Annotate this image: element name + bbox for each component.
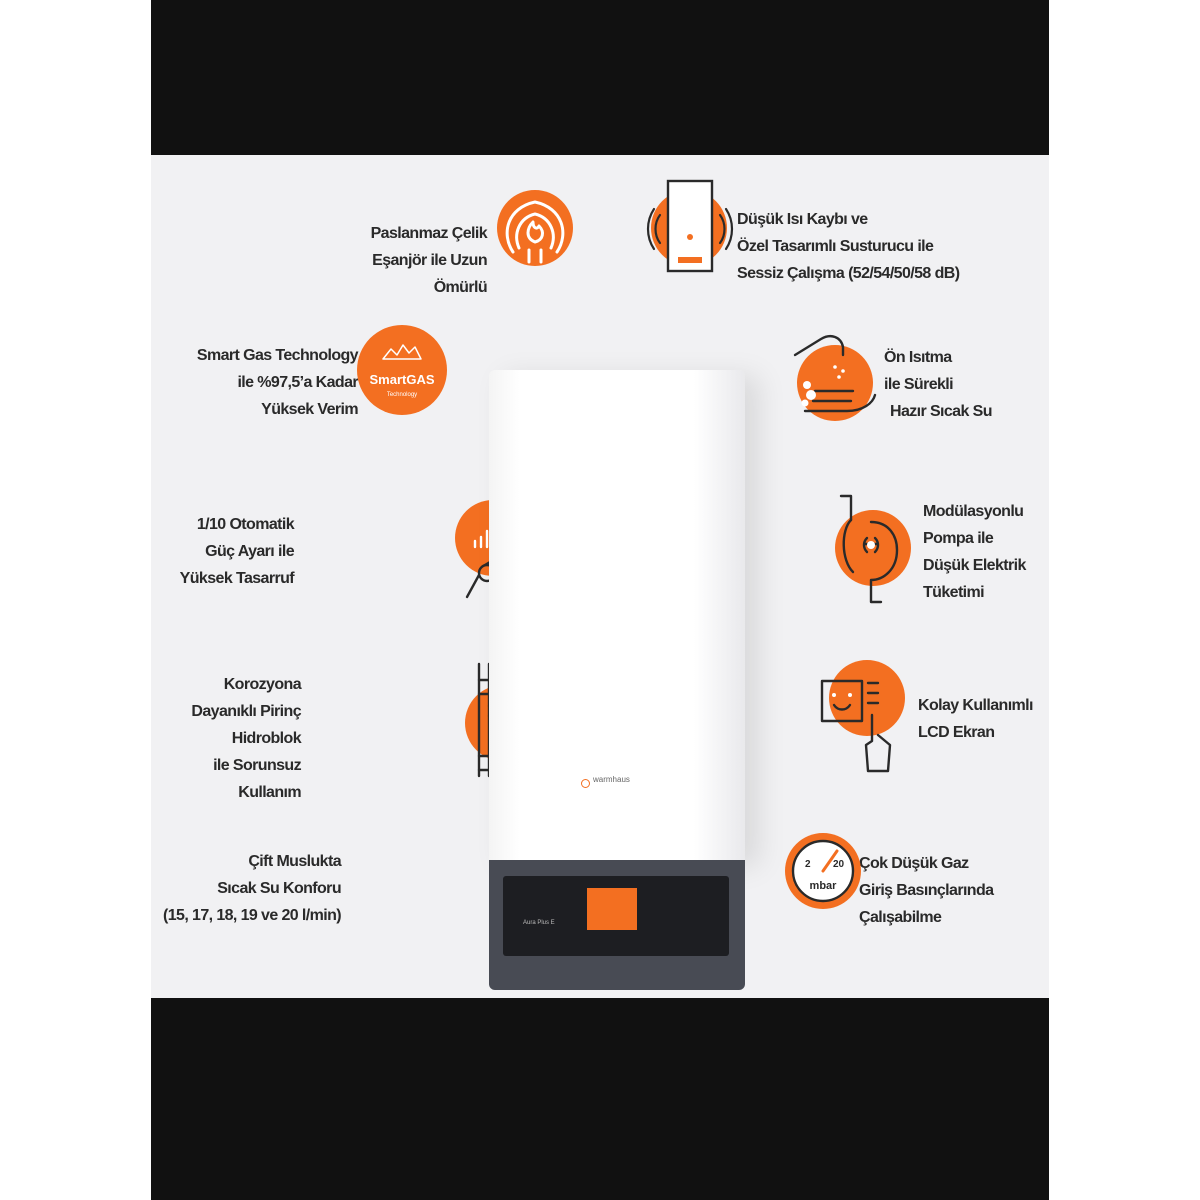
feature-preheating-text: Ön Isıtma ile Sürekli Hazır Sıcak Su: [884, 349, 992, 420]
lcd-screen-circle: [829, 660, 905, 736]
boiler-sound-icon: [646, 179, 734, 273]
boiler-control-base: Aura Plus E: [489, 860, 745, 990]
feature-lcd-screen-text: Kolay Kullanımlı LCD Ekran: [918, 697, 1033, 741]
feature-smart-gas-text: Smart Gas Technology ile %97,5’a Kadar Y…: [196, 347, 359, 418]
feature-silent-operation-text: Düşük Isı Kaybı ve Özel Tasarımlı Sustur…: [737, 211, 960, 282]
feature-dual-tap-text: Çift Muslukta Sıcak Su Konforu (15, 17, …: [163, 853, 342, 924]
boiler-body: warmhaus: [489, 370, 745, 860]
svg-text:Technology: Technology: [387, 392, 417, 398]
product-feature-panel: Paslanmaz Çelik Eşanjör ile Uzun Ömürlü …: [151, 155, 1049, 998]
smartgas-badge-icon: SmartGAS Technology: [369, 344, 435, 398]
faucet-hands-icon: [793, 335, 877, 413]
combi-boiler: warmhaus Aura Plus E: [489, 370, 745, 990]
pump-fan-icon: [839, 494, 899, 604]
flame-exchanger-icon: [505, 200, 565, 264]
svg-text:20: 20: [833, 859, 845, 870]
boiler-control-panel: Aura Plus E: [503, 876, 729, 956]
boiler-model-label: Aura Plus E: [523, 920, 555, 926]
boiler-lcd-display: [587, 888, 637, 930]
brand-logo-text: warmhaus: [593, 775, 630, 784]
feature-brass-hydroblock-text: Korozyona Dayanıklı Pirinç Hidroblok ile…: [191, 676, 301, 801]
feature-low-gas-pressure-text: Çok Düşük Gaz Giriş Basınçlarında Çalışa…: [859, 855, 994, 926]
pressure-gauge-icon: 2 20 mbar: [791, 839, 855, 903]
brand-logo-icon: [581, 779, 590, 788]
smart-gas-circle: [357, 325, 447, 415]
feature-power-ratio-text: 1/10 Otomatik Güç Ayarı ile Yüksek Tasar…: [179, 516, 295, 587]
feature-steel-exchanger-text: Paslanmaz Çelik Eşanjör ile Uzun Ömürlü: [370, 225, 488, 296]
svg-text:2: 2: [805, 859, 811, 870]
image-frame: Paslanmaz Çelik Eşanjör ile Uzun Ömürlü …: [151, 0, 1049, 1200]
svg-text:SmartGAS: SmartGAS: [369, 372, 434, 387]
svg-text:mbar: mbar: [810, 880, 838, 892]
feature-modulating-pump-text: Modülasyonlu Pompa ile Düşük Elektrik Tü…: [923, 503, 1026, 601]
lcd-screen-touch-icon: [820, 679, 892, 773]
